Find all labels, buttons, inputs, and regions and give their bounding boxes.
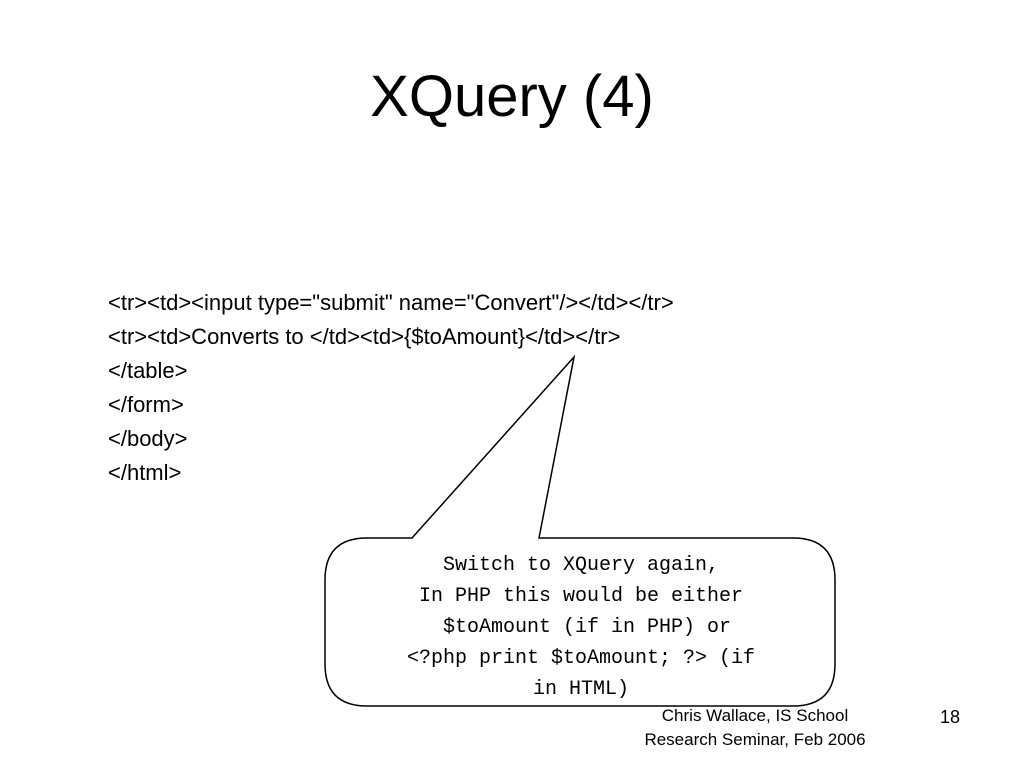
code-line: </table> — [108, 358, 188, 383]
footer-line: Research Seminar, Feb 2006 — [644, 730, 866, 749]
footer-line: Chris Wallace, IS School — [661, 706, 849, 725]
callout-line: <?php print $toAmount; ?> (if — [406, 647, 756, 670]
callout-line: In PHP this would be either — [418, 585, 744, 608]
callout-line: $toAmount (if in PHP) or — [430, 616, 732, 639]
code-line: <tr><td>Converts to </td><td>{$toAmount}… — [108, 324, 621, 349]
callout-line: Switch to XQuery again, — [442, 554, 720, 577]
code-line: </html> — [108, 460, 182, 485]
code-line: <tr><td><input type="submit" name="Conve… — [108, 290, 674, 315]
code-block: <tr><td><input type="submit" name="Conve… — [108, 286, 988, 490]
code-line: </body> — [108, 426, 188, 451]
callout-text: Switch to XQuery again, In PHP this woul… — [334, 550, 828, 705]
footer-credit: Chris Wallace, IS School Research Semina… — [600, 704, 910, 752]
slide-number: 18 — [939, 707, 961, 727]
slide-title: XQuery (4) — [370, 64, 654, 129]
code-line: </form> — [108, 392, 184, 417]
callout-line: in HTML) — [532, 678, 629, 701]
